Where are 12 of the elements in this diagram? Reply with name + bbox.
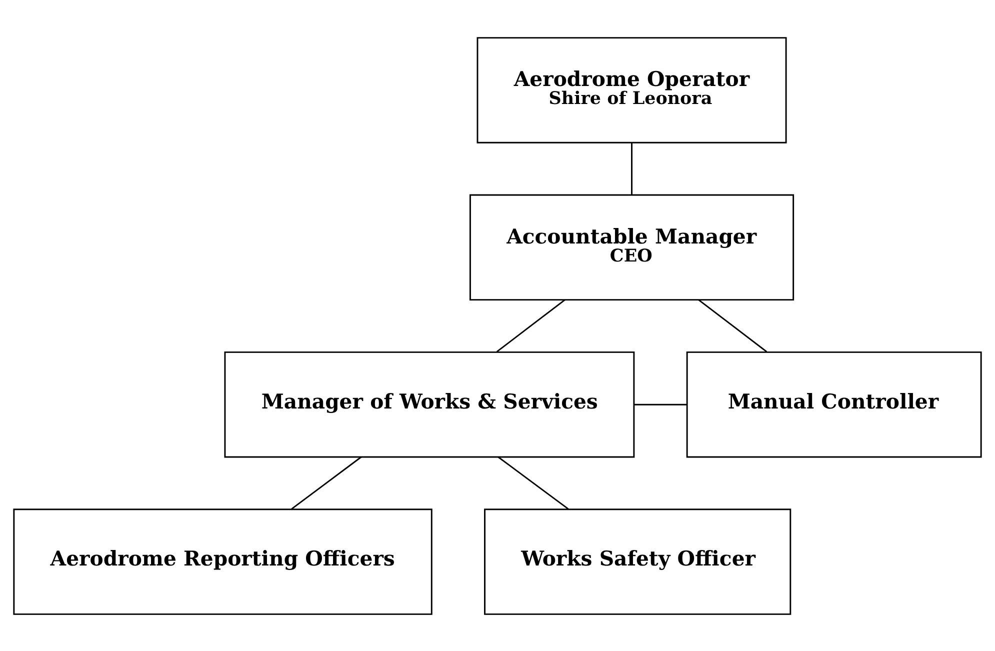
node-box: Manual Controller [686, 350, 982, 458]
connector [698, 298, 768, 352]
node-box: Works Safety Officer [484, 508, 792, 614]
node-box: Manager of Works & Services [224, 350, 635, 458]
node-box: Aerodrome Reporting Officers [13, 508, 432, 614]
connector [291, 456, 362, 509]
connector [498, 456, 569, 509]
node-box: Aerodrome Operator Shire of Leonora [476, 36, 787, 143]
connector [631, 142, 632, 194]
connector [634, 403, 687, 405]
node-box: Accountable Manager CEO [469, 194, 794, 300]
connector [496, 298, 566, 352]
